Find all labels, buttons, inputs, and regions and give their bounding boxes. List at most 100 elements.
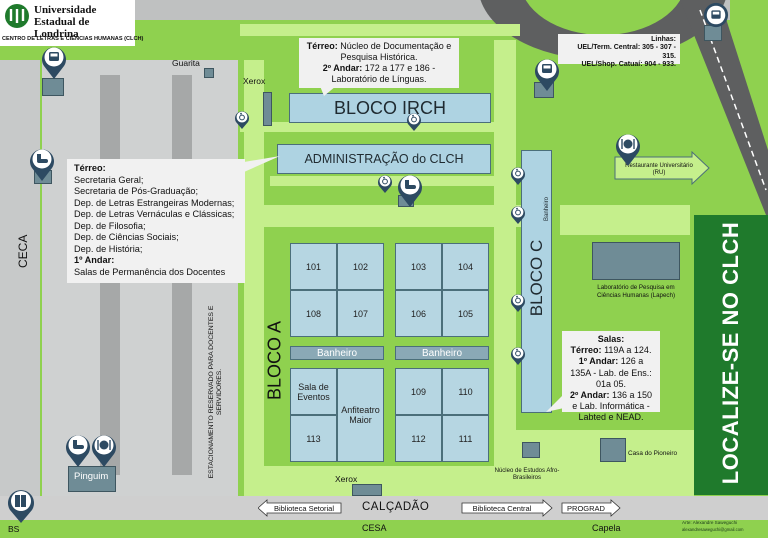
laboratorio-label: Laboratório de Pesquisa em Ciências Huma…	[596, 284, 676, 299]
info-linhas: Linhas: UEL/Term. Central: 305 - 307 - 3…	[558, 34, 680, 68]
toilet-icon	[398, 175, 422, 207]
pinguim-label: Pinguim	[74, 471, 109, 482]
path-bottom	[244, 466, 694, 496]
wheelchair-icon	[511, 206, 525, 224]
guarita-label: Guarita	[172, 58, 200, 68]
info-irch-terreo-label: Térreo:	[306, 41, 338, 51]
prograd-label: PROGRAD	[567, 503, 605, 513]
left-road	[0, 60, 40, 500]
info-admin-andar1-label: 1º Andar:	[74, 255, 115, 265]
biblioteca-central-label: Biblioteca Central	[472, 503, 532, 513]
sala-eventos: Sala de Eventos	[290, 368, 337, 415]
laboratorio-building	[592, 242, 680, 280]
credit-line2: alexandresaweguchi@gmail.com	[682, 527, 744, 532]
info-irch-andar2-text: 172 a 177 e 186 - Laboratório de Línguas…	[331, 63, 436, 84]
calcadao-label: CALÇADÃO	[362, 501, 430, 513]
banheiro-right: Banheiro	[395, 346, 489, 360]
cesa-label: CESA	[362, 523, 387, 533]
info-salas-andar2-text: 136 a 150 e Lab. Informática - Labted e …	[572, 390, 652, 423]
salas-callout-arrow	[546, 394, 564, 412]
info-irch: Térreo: Núcleo de Documentação e Pesquis…	[299, 38, 459, 88]
xerox-top-label: Xerox	[243, 76, 266, 86]
room-107: 107	[337, 290, 384, 337]
banheiro-left: Banheiro	[290, 346, 384, 360]
arrow-biblioteca-central	[461, 499, 553, 517]
info-irch-terreo-text: Núcleo de Documentação e Pesquisa Histór…	[337, 41, 452, 62]
xerox-bottom-label: Xerox	[335, 474, 358, 484]
info-linhas-line2: UEL/Shop. Catuaí: 904 - 933.	[581, 61, 676, 69]
toilet-icon	[66, 435, 90, 467]
room-111: 111	[442, 415, 489, 462]
info-admin-line: Dep. de Ciências Sociais;	[74, 232, 179, 242]
info-admin-line: Secretaria Geral;	[74, 174, 144, 185]
room-108: 108	[290, 290, 337, 337]
info-linhas-title: Linhas:	[651, 36, 676, 43]
room-112: 112	[395, 415, 442, 462]
anfiteatro-maior: Anfiteatro Maior	[337, 368, 384, 462]
bus-icon	[535, 59, 559, 91]
bloco-irch: BLOCO IRCH	[289, 93, 491, 123]
casa-pioneiro-label: Casa do Pioneiro	[628, 450, 678, 457]
info-admin-line: Dep. de Letras Estrangeiras Modernas;	[74, 197, 235, 208]
book-icon	[8, 490, 34, 523]
room-102: 102	[337, 243, 384, 290]
info-irch-andar2-label: 2º Andar:	[322, 63, 363, 73]
bus-icon	[703, 2, 729, 28]
banheiro-c: Banheiro	[544, 196, 550, 222]
room-110: 110	[442, 368, 489, 415]
university-line1: Universidade	[34, 4, 97, 16]
bloco-c-label: BLOCO C	[527, 239, 546, 317]
info-salas-terreo-label: Térreo:	[570, 345, 602, 356]
bloco-c-building	[521, 150, 552, 413]
xerox-bottom-building	[352, 484, 382, 496]
info-salas-andar2-label: 2º Andar:	[569, 390, 610, 401]
room-105: 105	[442, 290, 489, 337]
bs-label: BS	[8, 524, 20, 534]
room-104: 104	[442, 243, 489, 290]
irch-callout-arrow	[320, 86, 336, 96]
university-line2: Estadual de Londrina	[34, 16, 90, 40]
wheelchair-icon	[378, 175, 392, 193]
uel-logo-icon	[5, 4, 29, 28]
nucleo-building	[522, 442, 540, 458]
room-101: 101	[290, 243, 337, 290]
wheelchair-icon	[511, 347, 525, 365]
casa-pioneiro-building	[600, 438, 626, 462]
bloco-a-label: BLOCO A	[264, 320, 285, 401]
restaurante-label: Restaurante Universitário (RU)	[625, 163, 693, 176]
room-103: 103	[395, 243, 442, 290]
info-admin-line: Dep. de Filosofia;	[74, 220, 146, 231]
guarita-building	[204, 68, 214, 78]
info-salas-andar1-text: 126 a 135A - Lab. de Ens.: 01a 05.	[570, 356, 652, 389]
info-salas: Salas: Térreo: 119A a 124. 1º Andar: 126…	[562, 331, 660, 422]
xerox-top-building	[263, 92, 272, 126]
center-name: CENTRO DE LETRAS E CIÊNCIAS HUMANAS (CLC…	[2, 36, 144, 42]
path-vertical-a	[244, 60, 264, 500]
arrow-prograd	[561, 499, 621, 517]
room-109: 109	[395, 368, 442, 415]
info-linhas-line1: UEL/Term. Central: 305 - 307 - 315.	[577, 44, 676, 60]
info-salas-terreo-text: 119A a 124.	[601, 345, 652, 356]
restaurante-arrow	[614, 151, 710, 185]
path-irch-right	[240, 122, 500, 132]
wheelchair-icon	[511, 167, 525, 185]
capela-label: Capela	[592, 523, 621, 533]
path-right-lab	[560, 205, 690, 235]
info-admin-terreo-label: Térreo:	[74, 163, 106, 173]
bus-stop-left	[42, 78, 64, 96]
wheelchair-icon	[235, 111, 249, 129]
restaurant-icon	[616, 134, 640, 166]
path-top	[240, 24, 520, 36]
room-106: 106	[395, 290, 442, 337]
pinguim-building	[68, 466, 116, 492]
info-salas-title: Salas:	[597, 334, 625, 344]
info-admin-line: Secretaria de Pós-Graduação;	[74, 186, 199, 196]
bottom-green	[0, 520, 768, 538]
info-admin-line: Dep. de Letras Vernáculas e Clássicas;	[74, 209, 235, 219]
localize-text: LOCALIZE-SE NO CLCH	[718, 221, 743, 485]
calcadao-road	[0, 496, 768, 520]
info-salas-andar1-label: 1º Andar:	[578, 356, 619, 367]
info-admin-line: Dep. de História;	[74, 243, 143, 254]
path-vertical-mid	[494, 40, 516, 495]
toilet-icon	[30, 149, 54, 181]
